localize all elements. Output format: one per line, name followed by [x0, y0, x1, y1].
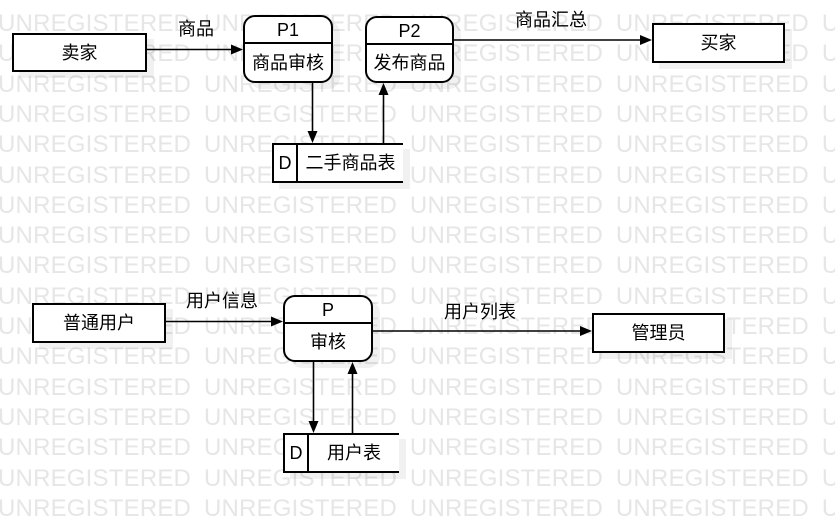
- flow-user-info-label: 用户信息: [186, 291, 258, 311]
- flow-p1-to-store-arrowhead: [307, 131, 318, 143]
- watermark-row: UNREGISTERED UNREGISTERED UNREGISTERED U…: [0, 222, 835, 250]
- flow-userstore-to-p-arrowhead: [347, 362, 358, 374]
- watermark-row: UNREGISTERED UNREGISTERED UNREGISTERED U…: [0, 434, 835, 462]
- process-p1-label: 商品审核: [252, 52, 324, 73]
- flow-goods-arrowhead: [231, 44, 243, 55]
- flow-user-list-label: 用户列表: [444, 302, 516, 322]
- entity-normal-user: 普通用户: [32, 303, 166, 343]
- entity-seller: 卖家: [12, 33, 147, 72]
- watermark-row: UNREGISTERED UNREGISTERED UNREGISTERED U…: [0, 161, 835, 189]
- datastore-user-table: D 用户表: [283, 433, 399, 473]
- flow-goods-label: 商品: [178, 19, 214, 39]
- process-p1-code: P1: [245, 17, 331, 44]
- process-p2: P2 发布商品: [365, 16, 454, 83]
- watermark-row: UNREGISTERED UNREGISTERED UNREGISTERED U…: [0, 191, 835, 219]
- datastore-secondhand-goods-label: 二手商品表: [305, 153, 396, 173]
- process-p: P 审核: [283, 295, 373, 362]
- datastore-secondhand-goods: D 二手商品表: [272, 143, 403, 183]
- flow-store-to-p2-arrowhead: [378, 83, 389, 95]
- process-p2-label: 发布商品: [373, 53, 446, 73]
- process-p2-code: P2: [367, 18, 452, 45]
- datastore-user-table-label: 用户表: [327, 443, 381, 463]
- watermark-row: UNREGISTERED UNREGISTERED UNREGISTERED U…: [0, 373, 835, 401]
- datastore-user-table-prefix: D: [285, 435, 309, 471]
- watermark-row: UNREGISTERED UNREGISTERED UNREGISTERED U…: [0, 100, 835, 128]
- entity-admin: 管理员: [592, 313, 725, 353]
- flow-goods-summary-label: 商品汇总: [515, 10, 587, 30]
- watermark-row: UNREGISTERED UNREGISTERED UNREGISTERED U…: [0, 494, 835, 522]
- entity-buyer: 买家: [652, 23, 785, 63]
- entity-seller-label: 卖家: [61, 42, 98, 63]
- watermark-row: UNREGISTERED UNREGISTERED UNREGISTERED U…: [0, 464, 835, 492]
- watermark-row: UNREGISTERED UNREGISTERED UNREGISTERED U…: [0, 252, 835, 280]
- flow-p-to-userstore-arrowhead: [308, 421, 319, 433]
- process-p1: P1 商品审核: [243, 15, 333, 83]
- flow-user-list-arrowhead: [580, 326, 592, 336]
- datastore-secondhand-goods-prefix: D: [274, 145, 298, 181]
- entity-admin-label: 管理员: [631, 323, 686, 343]
- watermark-row: UNREGISTERED UNREGISTERED UNREGISTERED U…: [0, 403, 835, 431]
- process-p-code: P: [285, 297, 371, 324]
- watermark-row: UNREGISTERED UNREGISTERED UNREGISTERED U…: [0, 131, 835, 159]
- flow-goods-summary-arrowhead: [640, 35, 652, 45]
- flow-user-info-arrowhead: [271, 316, 283, 327]
- entity-normal-user-label: 普通用户: [63, 313, 135, 333]
- entity-buyer-label: 买家: [700, 33, 737, 53]
- process-p-label: 审核: [310, 332, 346, 352]
